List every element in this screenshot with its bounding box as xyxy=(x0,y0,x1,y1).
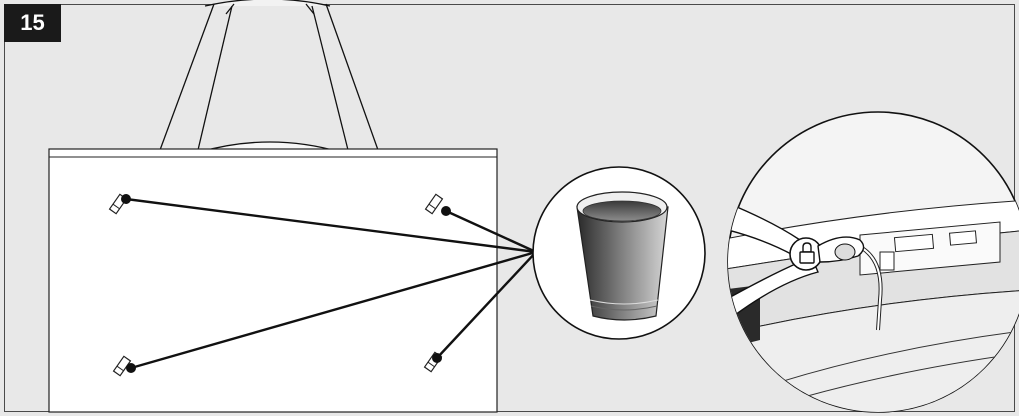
leader-dots xyxy=(121,194,451,373)
cup-icon xyxy=(576,191,669,321)
leader-lines xyxy=(125,197,537,370)
step-number-badge: 15 xyxy=(4,4,61,42)
lamp-suspension xyxy=(159,0,379,153)
detail-callout xyxy=(727,111,1019,413)
pliers-icon xyxy=(728,198,865,316)
detail-scene xyxy=(728,198,1019,412)
cup-callout xyxy=(532,166,706,340)
clip-top-right-icon xyxy=(424,193,444,215)
clip-bottom-left-icon xyxy=(112,355,132,377)
